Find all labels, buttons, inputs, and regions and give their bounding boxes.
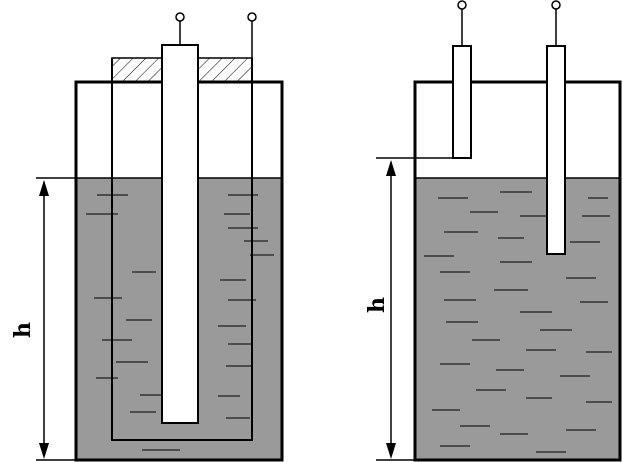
- right-height-dimension: [376, 160, 415, 461]
- right-reference-electrode: [452, 45, 472, 159]
- left-height-label: h: [10, 322, 36, 338]
- left-terminal-2: [247, 12, 257, 22]
- right-liquid-waves: [424, 191, 612, 453]
- left-sensor-diagram: h: [10, 12, 284, 462]
- right-liquid: [415, 178, 620, 460]
- left-outer-electrode: [111, 58, 253, 441]
- left-terminal-1: [175, 12, 185, 22]
- right-measuring-electrode: [546, 45, 566, 255]
- left-liquid-waves: [86, 194, 274, 451]
- right-terminal-2: [551, 0, 561, 10]
- left-inner-electrode: [161, 44, 199, 424]
- right-sensor-diagram: h: [364, 0, 622, 462]
- right-height-label: h: [364, 297, 390, 313]
- left-height-dimension: [36, 180, 76, 461]
- right-terminal-1: [457, 0, 467, 10]
